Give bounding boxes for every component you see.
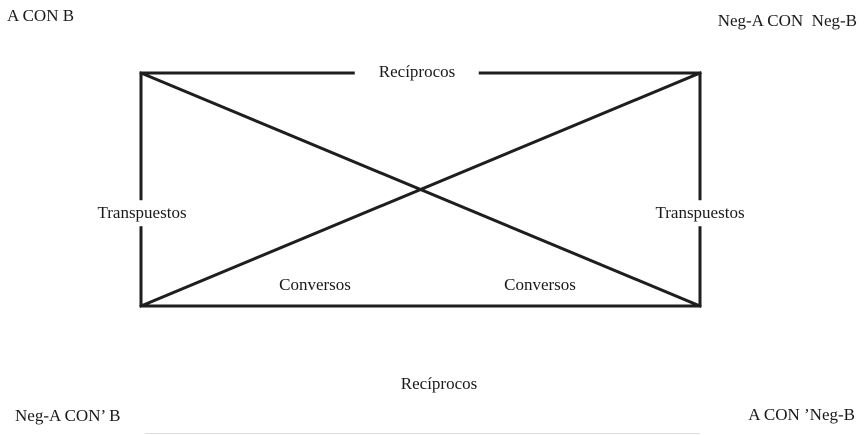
edge-label-transpuestos-left: Transpuestos — [92, 200, 192, 226]
corner-label-bottom-left: Neg-A CON’ B — [15, 406, 121, 425]
edge-label-reciprocos-top: Recíprocos — [354, 61, 480, 83]
diagonal-label-conversos-right: Conversos — [504, 275, 576, 295]
diagonal-label-conversos-left: Conversos — [279, 275, 351, 295]
edge-label-transpuestos-right: Transpuestos — [650, 200, 750, 226]
diagonal-topright-bottomleft — [139, 71, 702, 308]
faint-bottom-rule — [145, 433, 700, 434]
corner-label-top-right: Neg-A CON Neg-B — [717, 11, 857, 30]
corner-label-bottom-right: A CON ’Neg-B — [748, 405, 855, 424]
corner-label-top-left: A CON B — [7, 6, 75, 25]
edge-label-reciprocos-bottom: Recíprocos — [400, 374, 478, 394]
